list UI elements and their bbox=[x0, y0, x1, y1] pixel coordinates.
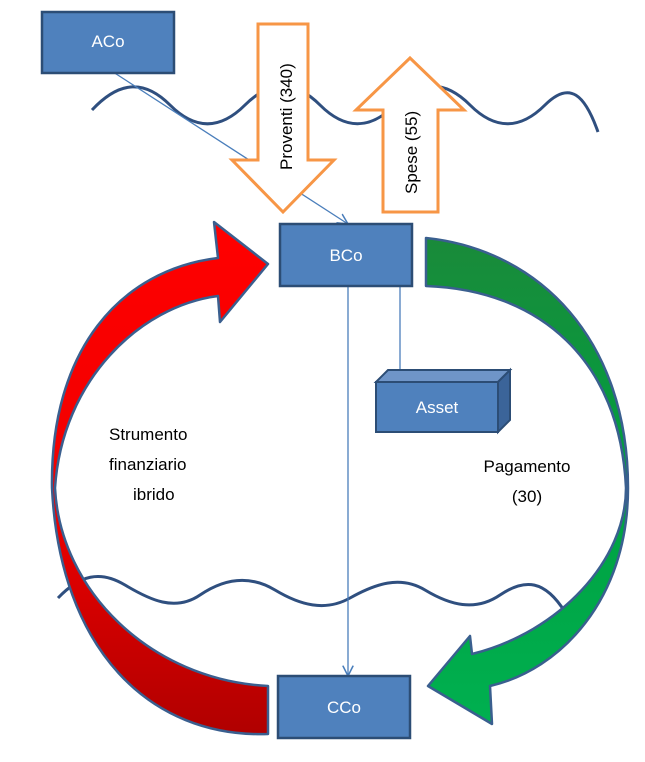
top-wave-line bbox=[90, 84, 600, 133]
aco-label: ACo bbox=[91, 32, 124, 51]
bco-label: BCo bbox=[329, 246, 362, 265]
red-curved-arrow bbox=[50, 220, 270, 736]
expenses-label: Spese (55) bbox=[402, 111, 421, 194]
hybrid-instrument-line-3: ibrido bbox=[133, 485, 175, 504]
green-curved-arrow bbox=[424, 236, 630, 726]
payment-line-1: Pagamento bbox=[484, 457, 571, 476]
hybrid-instrument-line-1: Strumento bbox=[109, 425, 187, 444]
hybrid-instrument-line-2: finanziario bbox=[109, 455, 187, 474]
asset-label: Asset bbox=[416, 398, 459, 417]
asset-node: Asset bbox=[373, 367, 513, 435]
bottom-wave-line bbox=[56, 574, 567, 613]
proceeds-down-arrow bbox=[228, 22, 338, 215]
aco-to-bco-connector bbox=[109, 69, 348, 224]
cco-label: CCo bbox=[327, 698, 361, 717]
proceeds-label: Proventi (340) bbox=[277, 63, 296, 170]
cco-node: CCo bbox=[276, 674, 412, 740]
aco-node: ACo bbox=[40, 10, 176, 75]
bco-node: BCo bbox=[278, 222, 414, 288]
payment-line-2: (30) bbox=[512, 487, 542, 506]
expenses-up-arrow bbox=[352, 55, 468, 214]
